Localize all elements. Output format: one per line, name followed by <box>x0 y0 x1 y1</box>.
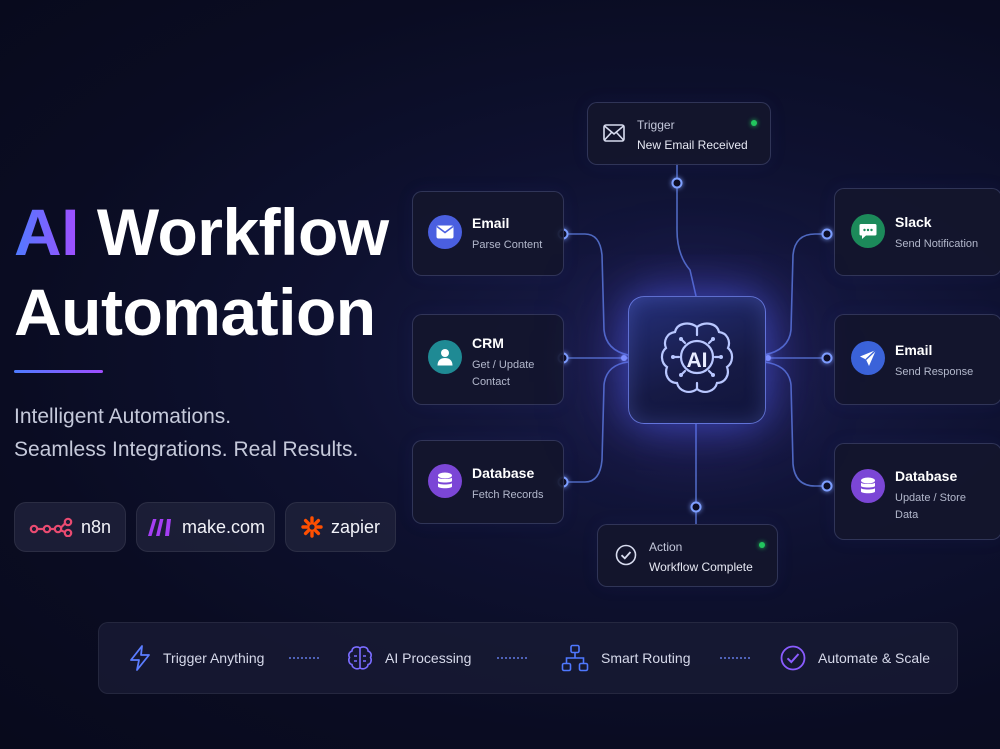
node-crm-sub1: Get / Update <box>472 359 535 371</box>
n8n-logo-icon <box>29 517 73 537</box>
node-database-fetch[interactable]: Database Fetch Records <box>412 440 564 524</box>
hero-title-workflow: Workflow <box>96 195 389 269</box>
node-database-store[interactable]: Database Update / Store Data <box>834 443 1000 540</box>
node-slack[interactable]: Slack Send Notification <box>834 188 1000 276</box>
hero-subtitle: Intelligent Automations. Seamless Integr… <box>14 400 358 466</box>
node-crm-title: CRM <box>472 335 504 351</box>
port-email-out <box>821 352 833 364</box>
port-trigger <box>671 177 683 189</box>
node-action-title: Action <box>649 540 683 554</box>
node-database-fetch-title: Database <box>472 465 535 481</box>
feature-separator <box>497 657 527 659</box>
hero-title-ai: AI <box>14 195 80 269</box>
subtitle-line2: Seamless Integrations. Real Results. <box>14 438 359 461</box>
feature-ai-processing-label: AI Processing <box>385 650 472 666</box>
hero-title: AI Workflow Automation <box>14 192 389 352</box>
status-dot <box>751 120 757 126</box>
platform-zapier-label: zapier <box>330 516 381 537</box>
routing-icon <box>561 644 589 672</box>
check-circle-icon <box>780 645 806 671</box>
node-database-store-sub1: Update / Store <box>895 492 966 504</box>
node-trigger[interactable]: Trigger New Email Received <box>587 102 771 165</box>
node-email-send[interactable]: Email Send Response <box>834 314 1000 405</box>
feature-trigger-anything-label: Trigger Anything <box>163 650 265 666</box>
wire-trigger <box>676 163 697 297</box>
platform-zapier[interactable]: zapier <box>285 502 396 552</box>
node-action[interactable]: Action Workflow Complete <box>597 524 778 587</box>
chat-icon <box>851 214 885 248</box>
feature-ai-processing[interactable]: AI Processing <box>347 623 471 693</box>
node-email-parse-sub: Parse Content <box>472 239 543 251</box>
wire-db-in <box>563 361 629 483</box>
feature-trigger-anything[interactable]: Trigger Anything <box>129 623 264 693</box>
node-slack-title: Slack <box>895 214 932 230</box>
user-icon <box>428 340 462 374</box>
database-icon <box>851 469 885 503</box>
node-database-store-sub2: Data <box>895 509 919 521</box>
node-slack-sub: Send Notification <box>895 238 979 250</box>
feature-bar: Trigger Anything AI Processing Smart Rou… <box>98 622 958 694</box>
node-database-store-title: Database <box>895 468 958 484</box>
wire-db-out <box>763 361 827 487</box>
make-logo-icon <box>147 519 171 536</box>
zapier-logo-icon <box>301 516 323 538</box>
platform-make-label: make.com <box>181 516 266 537</box>
send-icon <box>851 341 885 375</box>
node-trigger-title: Trigger <box>637 118 675 132</box>
port-db-out <box>821 480 833 492</box>
hero-title-line2: Automation <box>14 275 376 349</box>
node-trigger-sub: New Email Received <box>637 138 748 152</box>
node-crm[interactable]: CRM Get / Update Contact <box>412 314 564 405</box>
feature-smart-routing-label: Smart Routing <box>601 650 691 666</box>
node-email-send-sub: Send Response <box>895 366 974 378</box>
hub-label: AI <box>686 349 708 372</box>
wire-slack <box>763 233 827 356</box>
wire-email-in <box>563 233 629 356</box>
node-email-send-title: Email <box>895 342 933 358</box>
ai-hub[interactable]: AI <box>628 296 766 424</box>
feature-separator <box>720 657 750 659</box>
node-email-parse[interactable]: Email Parse Content <box>412 191 564 276</box>
node-crm-sub2: Contact <box>472 376 510 388</box>
node-action-sub: Workflow Complete <box>649 560 753 574</box>
status-dot <box>759 542 765 548</box>
port-action <box>690 501 702 513</box>
feature-smart-routing[interactable]: Smart Routing <box>561 623 690 693</box>
feature-separator <box>289 657 319 659</box>
check-circle-icon <box>615 544 637 566</box>
subtitle-line1: Intelligent Automations. <box>14 405 232 428</box>
brain-icon <box>660 322 734 393</box>
database-icon <box>428 464 462 498</box>
brain-icon <box>347 645 373 671</box>
platform-n8n[interactable]: n8n <box>14 502 126 552</box>
mail-icon <box>428 215 462 249</box>
feature-automate-scale[interactable]: Automate & Scale <box>780 623 930 693</box>
platform-make[interactable]: make.com <box>136 502 275 552</box>
hero-title-line1: AI Workflow <box>14 192 389 272</box>
platform-n8n-label: n8n <box>80 516 112 537</box>
lightning-icon <box>129 645 151 671</box>
mail-icon <box>603 124 625 142</box>
node-email-parse-title: Email <box>472 215 510 231</box>
hub-port-left <box>621 355 627 361</box>
node-database-fetch-sub: Fetch Records <box>472 489 544 501</box>
feature-automate-scale-label: Automate & Scale <box>818 650 931 666</box>
title-underline <box>14 370 103 373</box>
port-slack <box>821 228 833 240</box>
